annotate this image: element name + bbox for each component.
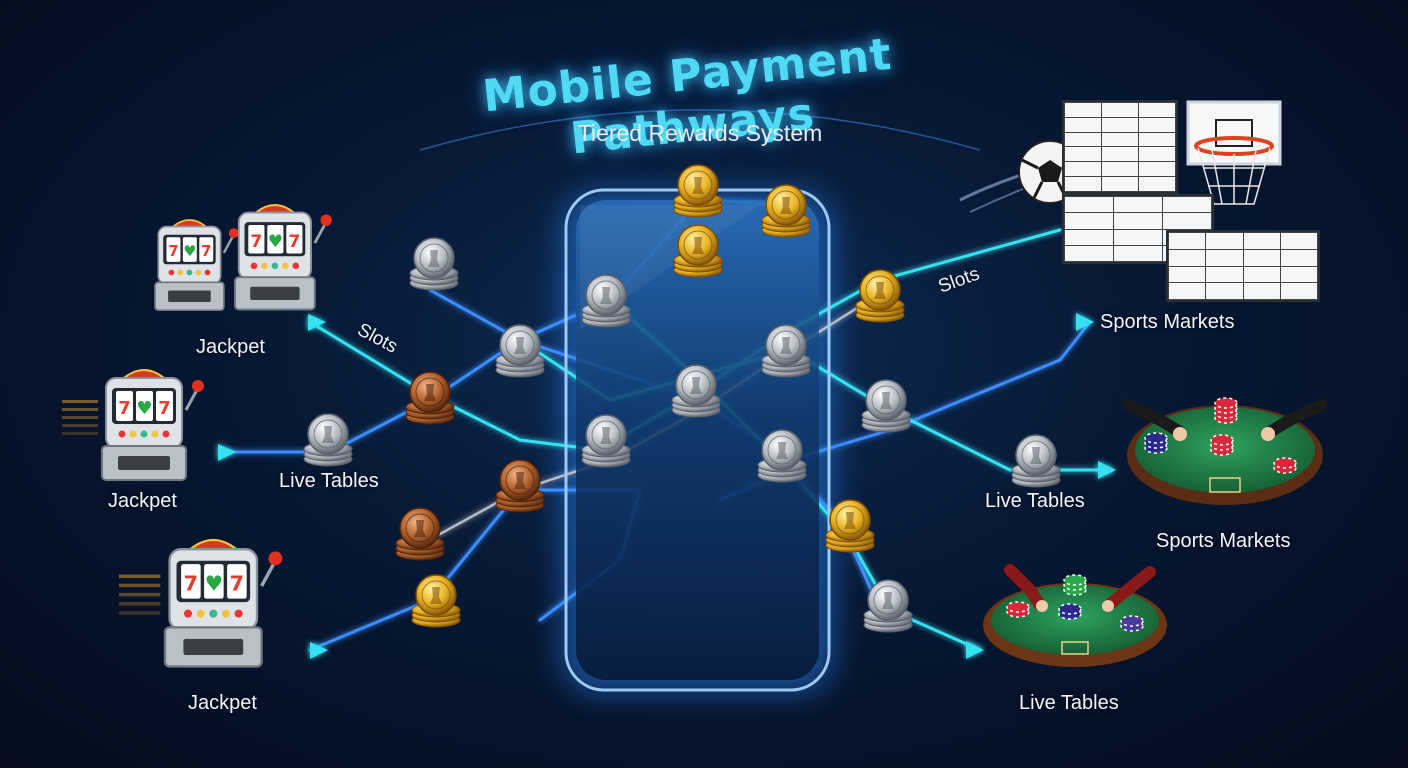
reward-coin-bronze-icon xyxy=(405,371,455,425)
odds-board xyxy=(1166,230,1320,302)
reward-coin-gold-icon xyxy=(673,224,723,278)
poker-chip-stack-icon xyxy=(1058,603,1082,620)
sports-markets-label-1: Sports Markets xyxy=(1100,311,1235,333)
arrowheads xyxy=(218,313,1116,659)
poker-chip-stack-icon xyxy=(1273,457,1297,474)
jackpot-label-2: Jackpet xyxy=(108,490,177,512)
poker-chip-stack-icon xyxy=(1144,432,1168,454)
reward-coin-gold-icon xyxy=(825,499,875,553)
slot-reel-symbol: 7 xyxy=(230,572,244,596)
odds-board xyxy=(1062,194,1214,264)
arrow-head-icon xyxy=(308,314,326,331)
poker-chip-stack-icon xyxy=(1120,615,1144,632)
slot-machine-icon: 7♥7 xyxy=(119,538,283,668)
slot-reel-symbol: ♥ xyxy=(205,572,224,596)
odds-board xyxy=(1062,100,1178,194)
slot-reel-symbol: 7 xyxy=(118,398,131,419)
reward-coin-gold-icon xyxy=(411,574,461,628)
slot-reel-symbol: 7 xyxy=(250,232,262,252)
slot-reel-symbol: 7 xyxy=(184,572,198,596)
reward-coin-silver-icon xyxy=(1011,434,1061,488)
reward-coin-silver-icon xyxy=(303,413,353,467)
reward-coin-gold-icon xyxy=(673,164,723,218)
poker-table-icon xyxy=(1122,397,1328,505)
live-tables-label-mid: Live Tables xyxy=(985,490,1085,512)
sports-markets-label-2: Sports Markets xyxy=(1156,530,1291,552)
slot-reel-symbol: 7 xyxy=(158,398,171,419)
live-tables-label-left: Live Tables xyxy=(279,470,379,492)
slot-reel-symbol: ♥ xyxy=(136,398,152,419)
reward-coin-silver-icon xyxy=(581,274,631,328)
reward-coin-gold-icon xyxy=(761,184,811,238)
slot-machine-icon: 7 ♥ 7 xyxy=(154,219,239,312)
arrow-head-icon xyxy=(1076,313,1094,331)
arrow-head-icon xyxy=(218,444,236,461)
slot-reel-symbol: 7 xyxy=(288,232,300,252)
basketball-hoop-icon xyxy=(1186,100,1282,205)
slot-machine-icon: 7♥7 xyxy=(62,369,204,481)
reward-coin-silver-icon xyxy=(581,414,631,468)
slot-reel-symbol: 7 xyxy=(201,243,211,260)
reward-coin-silver-icon xyxy=(761,324,811,378)
arrow-head-icon xyxy=(966,641,984,659)
poker-chip-stack-icon xyxy=(1006,601,1030,618)
arrow-head-icon xyxy=(1098,461,1116,479)
jackpot-label-3: Jackpet xyxy=(188,692,257,714)
poker-chip-stack-icon xyxy=(1214,397,1238,424)
reward-coin-silver-icon xyxy=(757,429,807,483)
reward-coin-silver-icon xyxy=(409,237,459,291)
slot-reel-symbol: 7 xyxy=(168,243,178,260)
arrow-head-icon xyxy=(310,642,328,659)
reward-coin-silver-icon xyxy=(495,324,545,378)
poker-chip-stack-icon xyxy=(1210,434,1234,456)
slot-reel-symbol: ♥ xyxy=(183,243,196,260)
reward-coin-bronze-icon xyxy=(495,459,545,513)
slot-reel-symbol: ♥ xyxy=(268,232,283,252)
live-tables-label-bottom: Live Tables xyxy=(1019,692,1119,714)
diagram-subtitle: Tiered Rewards System xyxy=(577,120,823,146)
reward-coin-bronze-icon xyxy=(395,507,445,561)
slot-machine-icon: 7♥7 xyxy=(234,204,332,311)
poker-chip-stack-icon xyxy=(1063,574,1087,596)
reward-coin-silver-icon xyxy=(863,579,913,633)
jackpot-label-1: Jackpet xyxy=(196,336,265,358)
reward-coin-silver-icon xyxy=(671,364,721,418)
reward-coin-silver-icon xyxy=(861,379,911,433)
poker-table-icon xyxy=(983,564,1167,667)
title-arc xyxy=(419,109,981,151)
reward-coin-gold-icon xyxy=(855,269,905,323)
